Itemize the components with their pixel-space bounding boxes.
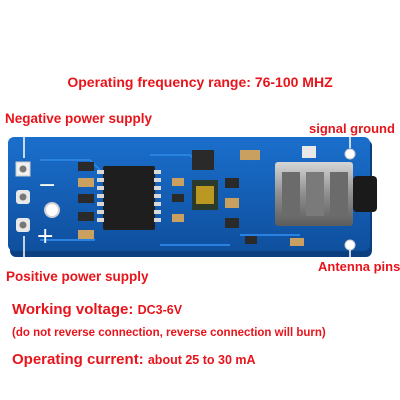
operating-current-value: about 25 to 30 mA <box>147 353 256 367</box>
antenna-pins-label: Antenna pins <box>318 259 400 274</box>
power-pins <box>15 161 31 232</box>
operating-current: Operating current: about 25 to 30 mA <box>12 351 256 368</box>
main-ic-chip <box>97 166 161 230</box>
right-pads <box>302 146 356 251</box>
signal-ground-label: signal ground <box>309 121 395 136</box>
audio-jack <box>275 162 377 226</box>
working-voltage-label: Working voltage: <box>12 301 134 318</box>
mounting-hole <box>44 202 60 218</box>
label-arrows <box>23 130 351 264</box>
smd-components-middle <box>172 150 304 246</box>
negative-power-supply-label: Negative power supply <box>5 111 153 126</box>
frequency-range-label: Operating frequency range: 76-100 MHZ <box>67 74 333 90</box>
working-voltage: Working voltage: DC3-6V <box>12 301 182 318</box>
plus-sign: + <box>36 224 54 249</box>
smd-components-left <box>78 162 94 239</box>
reverse-connection-warning: (do not reverse connection, reverse conn… <box>12 327 326 339</box>
operating-current-label: Operating current: <box>12 351 144 368</box>
positive-power-supply-label: Positive power supply <box>6 269 149 284</box>
minus-sign: − <box>38 173 56 198</box>
working-voltage-value: DC3-6V <box>137 303 183 317</box>
